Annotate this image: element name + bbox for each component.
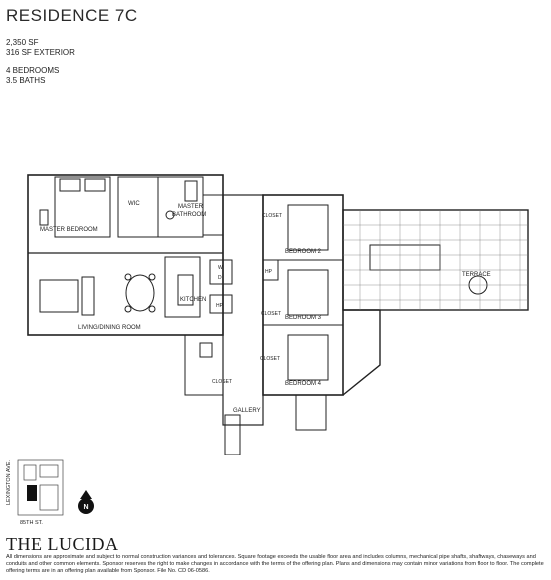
north-letter: N [84, 504, 89, 511]
label-closet-4: CLOSET [212, 379, 232, 385]
gallery-corridor [222, 194, 264, 426]
east-wing-outline [262, 194, 344, 396]
label-dryer: D [218, 275, 222, 281]
label-hp-bedroom: HP [265, 269, 273, 275]
kitchen-area [164, 256, 201, 318]
bed-4 [287, 334, 329, 381]
master-bed [54, 176, 111, 238]
bath-4 [295, 394, 327, 431]
label-closet-3: CLOSET [260, 356, 280, 362]
hp-unit-kitchen [209, 294, 233, 314]
interior-sf: 2,350 SF [6, 38, 39, 47]
label-living-dining: LIVING/DINING ROOM [78, 325, 141, 331]
bed-2 [287, 204, 329, 251]
label-closet-2: CLOSET [261, 311, 281, 317]
building-brand: THE LUCIDA [6, 534, 119, 554]
street-label: 85TH ST. [20, 520, 43, 526]
floor-plan-drawing: MASTER BEDROOM WIC MASTER BATHROOM CLOSE… [27, 174, 529, 455]
label-kitchen: KITCHEN [180, 297, 206, 303]
washer-dryer [209, 259, 233, 285]
label-master-bath-2: BATHROOM [172, 212, 206, 218]
legal-disclaimer: All dimensions are approximate and subje… [6, 554, 544, 574]
label-wic: WIC [128, 201, 140, 207]
label-hp-kitchen: HP [216, 303, 224, 309]
bedroom-count: 4 BEDROOMS [6, 66, 60, 75]
residence-title: RESIDENCE 7C [6, 6, 138, 25]
closet-south [184, 334, 224, 396]
sofa [39, 279, 79, 313]
avenue-label: LEXINGTON AVE. [6, 460, 12, 506]
label-closet-1: CLOSET [262, 213, 282, 219]
unit-specs: 2,350 SF 316 SF EXTERIOR 4 BEDROOMS 3.5 … [6, 38, 75, 86]
hp-unit-bedroom [262, 259, 279, 281]
label-gallery: GALLERY [233, 408, 261, 414]
label-bedroom-2: BEDROOM 2 [285, 249, 322, 255]
bed-3 [287, 269, 329, 316]
bath-count: 3.5 BATHS [6, 76, 46, 85]
terrace-outline [342, 209, 529, 311]
dining-table [125, 274, 155, 312]
floor-plan: MASTER BEDROOM WIC MASTER BATHROOM CLOSE… [0, 165, 551, 455]
north-arrow-icon: N [78, 490, 94, 514]
site-key-map [17, 459, 64, 516]
exterior-sf: 316 SF EXTERIOR [6, 48, 75, 57]
label-master-bath-1: MASTER [178, 204, 204, 210]
label-bedroom-3: BEDROOM 3 [285, 315, 322, 321]
label-master-bedroom: MASTER BEDROOM [40, 227, 98, 233]
terrace-pergola [369, 244, 441, 271]
terrace-paving [343, 210, 528, 310]
unit-location-marker [27, 485, 37, 501]
label-bedroom-4: BEDROOM 4 [285, 381, 322, 387]
wic-room [117, 176, 159, 238]
label-terrace: TERRACE [462, 272, 491, 278]
label-washer: W [218, 265, 223, 271]
